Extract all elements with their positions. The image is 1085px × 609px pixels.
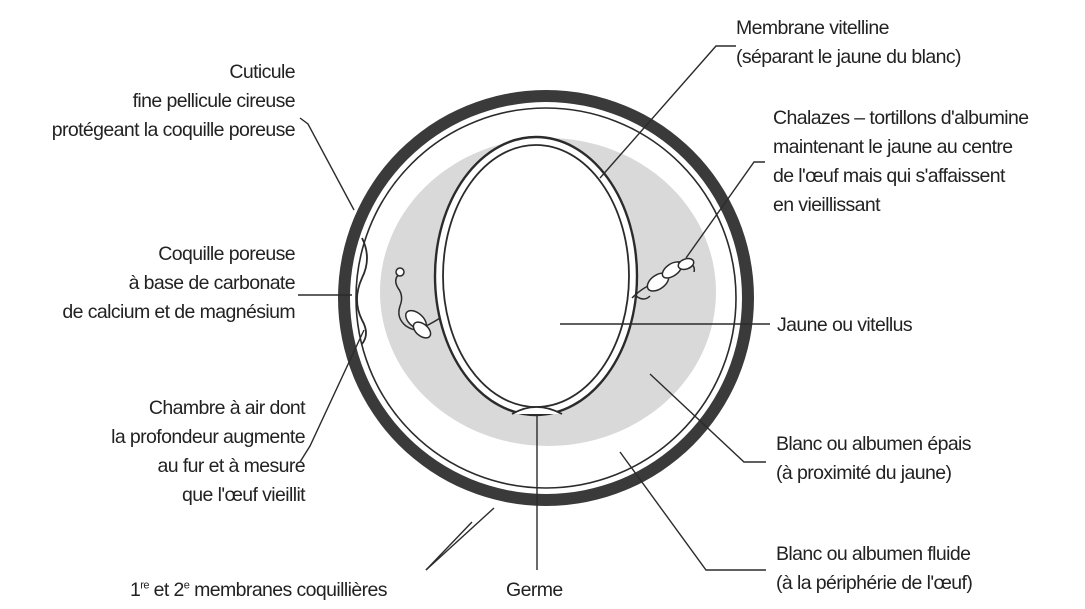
label-cuticule: Cuticule fine pellicule cireuse protégea… [52, 58, 295, 145]
label-germe-text: Germe [506, 576, 563, 605]
label-chambre-air-line2: la profondeur augmente [111, 423, 305, 452]
label-blanc-fluide-line1: Blanc ou albumen fluide [776, 540, 972, 569]
label-germe: Germe [506, 576, 563, 605]
label-blanc-epais: Blanc ou albumen épais (à proximité du j… [776, 430, 971, 488]
label-coquille-line1: Coquille poreuse [62, 240, 295, 269]
label-blanc-epais-line2: (à proximité du jaune) [776, 459, 971, 488]
label-chalazes-line4: en vieillissant [773, 191, 1029, 220]
leader-membranes-2 [426, 508, 494, 570]
label-chambre-air-line3: au fur et à mesure [111, 452, 305, 481]
label-chalazes-line3: de l'œuf mais qui s'affaissent [773, 162, 1029, 191]
membranes-mid: et 2 [149, 579, 184, 601]
label-cuticule-line1: Cuticule [52, 58, 295, 87]
label-cuticule-line3: protégeant la coquille poreuse [52, 116, 295, 145]
label-membranes-coquillieres: 1re et 2e membranes coquillières [130, 576, 387, 605]
label-membrane-vitelline: Membrane vitelline (séparant le jaune du… [736, 14, 961, 72]
label-jaune: Jaune ou vitellus [777, 311, 912, 340]
label-coquille-line2: à base de carbonate [62, 269, 295, 298]
label-blanc-epais-line1: Blanc ou albumen épais [776, 430, 971, 459]
label-coquille-line3: de calcium et de magnésium [62, 298, 295, 327]
label-chambre-air-line1: Chambre à air dont [111, 394, 305, 423]
label-membrane-vitelline-line1: Membrane vitelline [736, 14, 961, 43]
label-blanc-fluide-line2: (à la périphérie de l'œuf) [776, 569, 972, 598]
membranes-rest: membranes coquillières [189, 579, 387, 601]
leader-cuticule [300, 118, 354, 210]
membranes-n1: 1 [130, 579, 140, 601]
label-chambre-air: Chambre à air dont la profondeur augment… [111, 394, 305, 510]
label-membranes-text: 1re et 2e membranes coquillières [130, 576, 387, 605]
label-chalazes-line2: maintenant le jaune au centre [773, 133, 1029, 162]
label-cuticule-line2: fine pellicule cireuse [52, 87, 295, 116]
label-membrane-vitelline-line2: (séparant le jaune du blanc) [736, 43, 961, 72]
label-chalazes: Chalazes – tortillons d'albumine mainten… [773, 104, 1029, 220]
leader-chambre-air [300, 330, 364, 462]
label-coquille: Coquille poreuse à base de carbonate de … [62, 240, 295, 327]
label-jaune-text: Jaune ou vitellus [777, 311, 912, 340]
membranes-sup1: re [140, 580, 149, 592]
label-chambre-air-line4: que l'œuf vieillit [111, 481, 305, 510]
label-chalazes-line1: Chalazes – tortillons d'albumine [773, 104, 1029, 133]
label-blanc-fluide: Blanc ou albumen fluide (à la périphérie… [776, 540, 972, 598]
yolk [443, 145, 629, 407]
